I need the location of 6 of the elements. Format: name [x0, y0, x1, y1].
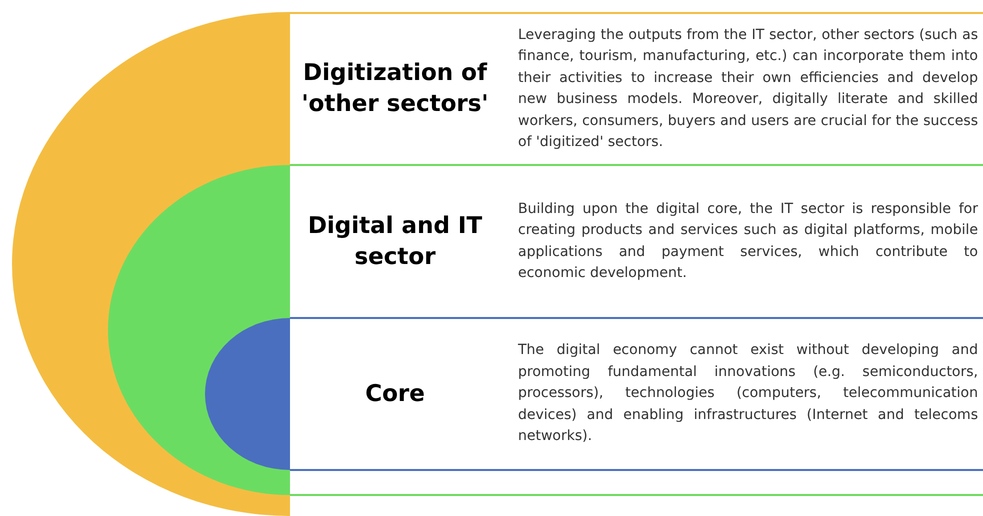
description-text: The digital economy cannot exist without developing and promoting fundamental innovations (e.g. semiconductors, processors), technologies (computers, telecommunication devices) and enabling infrastructures (Internet and telecoms networks).	[518, 341, 978, 446]
sector-heading: Digitization of 'other sectors'	[300, 59, 490, 119]
description-text: Leveraging the outputs from the IT sector, other sectors (such as finance, tourism, manufacturing, etc.) can incorporate them into their activities to increase their own efficiencies and develop new business models. Moreover, digitally literate and skilled workers, consumers, buyers and users are crucial for the success of 'digitized' sectors.	[518, 26, 978, 152]
sector-heading: Digital and IT sector	[306, 212, 484, 272]
sector-heading: Core	[364, 380, 426, 408]
description-text: Building upon the digital core, the IT sector is responsible for creating products and services such as digital platforms, mobile applications and payment services, which contribute to economic development.	[518, 200, 978, 283]
